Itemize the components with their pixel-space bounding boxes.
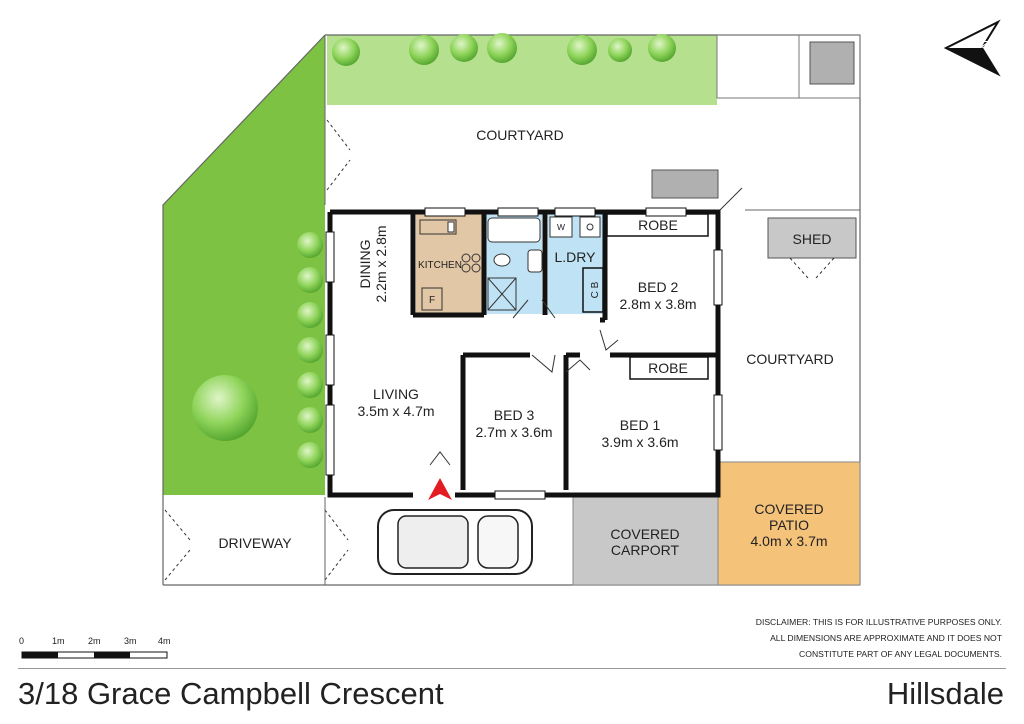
bathroom-fixtures [487,217,543,311]
compass-label: N [978,40,992,49]
label-bed3-dims: 2.7m x 3.6m [475,424,552,440]
label-dining: DINING [357,240,373,289]
north-compass-icon: N [943,19,1001,77]
tree [192,375,258,441]
label-robe-mid: ROBE [648,360,688,376]
label-living: LIVING [373,386,419,402]
cb-box [582,267,604,313]
paved-area-2 [798,34,861,99]
scale-tick-1: 1m [52,636,65,646]
label-bed2: BED 2 [638,279,679,295]
label-bed1-dims: 3.9m x 3.6m [601,434,678,450]
laundry-fixtures [549,216,601,238]
top-shrubs [332,33,676,66]
disclaimer-line-2: ALL DIMENSIONS ARE APPROXIMATE AND IT DO… [770,633,1002,643]
label-fridge: F [429,295,435,306]
disclaimer-line-3: CONSTITUTE PART OF ANY LEGAL DOCUMENTS. [799,649,1002,659]
property-suburb: Hillsdale [886,676,1004,711]
lawn-area [163,35,325,495]
kitchen-fixtures [419,219,481,311]
label-bed1: BED 1 [620,417,661,433]
disclaimer: DISCLAIMER: THIS IS FOR ILLUSTRATIVE PUR… [732,614,1002,662]
label-cb: C B [590,281,601,298]
label-bed2-dims: 2.8m x 3.8m [619,296,696,312]
label-carport-2: CARPORT [611,542,680,558]
shed-door [789,257,835,279]
door-swings [429,299,619,466]
lawn-border [162,34,326,495]
courtyard-bench [651,169,719,199]
disclaimer-line-1: DISCLAIMER: THIS IS FOR ILLUSTRATIVE PUR… [755,617,1002,627]
courtyard-gate-top [326,119,351,191]
car-icon [377,509,533,575]
label-bed3: BED 3 [494,407,535,423]
robe-mid-box [629,356,709,380]
label-washer: W [557,222,565,232]
shed-box [767,217,857,259]
scale-tick-4: 4m [158,636,171,646]
label-carport-1: COVERED [610,526,679,542]
carport-area [572,494,719,586]
scale-bar [21,651,168,659]
label-dining-dims: 2.2m x 2.8m [373,225,389,302]
label-patio-dims: 4.0m x 3.7m [750,533,827,549]
paved-area [716,34,800,99]
patio-area [717,461,861,586]
entry-arrow-icon [428,478,452,500]
label-driveway: DRIVEWAY [218,535,292,551]
bin-pad [809,41,855,85]
label-living-dims: 3.5m x 4.7m [357,403,434,419]
side-door [719,187,743,211]
label-shed: SHED [793,231,832,247]
label-laundry: L.DRY [555,249,597,265]
label-kitchen: KITCHEN [418,260,462,271]
scale-tick-2: 2m [88,636,101,646]
footer-divider [18,668,1006,669]
windows [325,207,723,500]
scale-tick-0: 0 [19,636,25,646]
label-patio-2: PATIO [769,517,809,533]
label-courtyard-right: COURTYARD [746,351,833,367]
side-shrubs [297,232,323,468]
driveway-gate [164,509,349,581]
property-address: 3/18 Grace Campbell Crescent [18,676,444,711]
label-courtyard-top: COURTYARD [476,127,563,143]
scale-tick-3: 3m [124,636,137,646]
label-robe-top: ROBE [638,217,678,233]
label-patio-1: COVERED [754,501,823,517]
